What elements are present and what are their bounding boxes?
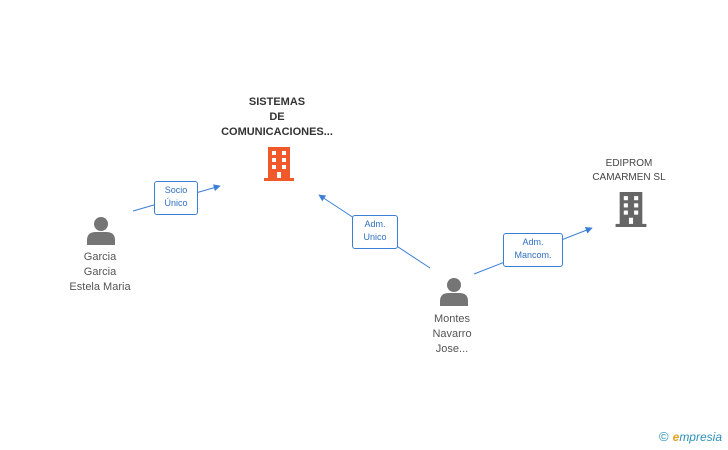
main-company-line-2: DE — [269, 111, 285, 123]
secondary-company-label[interactable]: EDIPROM CAMARMEN SL — [573, 157, 685, 185]
person-garcia-label[interactable]: Garcia Garcia Estela Maria — [50, 250, 150, 295]
edge-label-adm-mancom-line-2: Mancom. — [514, 250, 552, 260]
person-garcia-line-2: Garcia — [83, 266, 117, 278]
brand-rest: mpresia — [679, 430, 722, 444]
edge-label-adm-mancom[interactable]: Adm. Mancom. — [503, 233, 563, 267]
main-company-line-3: COMUNICACIONES... — [221, 126, 333, 138]
edge-label-socio-line-2: Único — [164, 198, 188, 208]
building-icon[interactable] — [615, 192, 647, 227]
main-company-label[interactable]: SISTEMAS DE COMUNICACIONES... — [207, 95, 347, 140]
building-icon[interactable] — [264, 147, 294, 181]
person-garcia-line-1: Garcia — [83, 251, 117, 263]
brand-initial: e — [672, 430, 680, 444]
secondary-company-line-1: EDIPROM — [605, 158, 653, 169]
secondary-company-line-2: CAMARMEN SL — [592, 172, 666, 183]
edge-label-adm-unico-line-2: Unico — [363, 232, 387, 242]
edge-label-socio-line-1: Socio — [164, 185, 188, 195]
person-icon[interactable] — [440, 277, 468, 306]
brand-logo[interactable]: ©empresia — [659, 429, 722, 444]
person-icon[interactable] — [87, 216, 115, 245]
edge-label-adm-unico-line-1: Adm. — [364, 219, 386, 229]
person-montes-label[interactable]: Montes Navarro Jose... — [402, 312, 502, 357]
main-company-line-1: SISTEMAS — [248, 96, 306, 108]
edge-label-adm-unico[interactable]: Adm. Unico — [352, 215, 398, 249]
person-montes-line-3: Jose... — [435, 343, 469, 355]
edge-label-adm-mancom-line-1: Adm. — [522, 237, 544, 247]
person-montes-line-1: Montes — [433, 313, 471, 325]
edge-label-socio-unico[interactable]: Socio Único — [154, 181, 198, 215]
person-montes-line-2: Navarro — [432, 328, 472, 340]
copyright-icon: © — [659, 429, 669, 444]
person-garcia-line-3: Estela Maria — [69, 281, 131, 293]
